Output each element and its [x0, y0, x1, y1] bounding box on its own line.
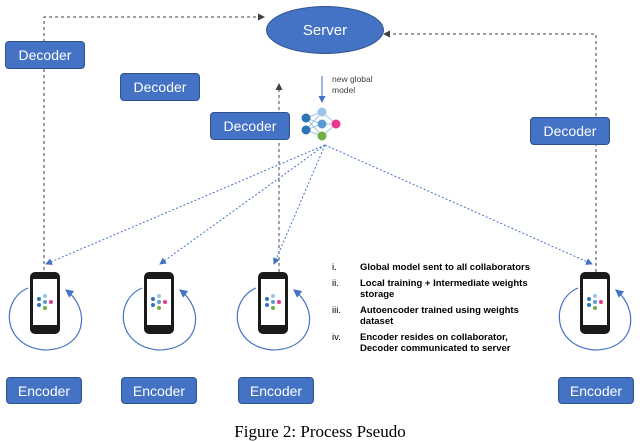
- server-node: Server: [266, 6, 384, 54]
- note-line-2: model: [332, 85, 356, 95]
- phone-icon-4: [580, 272, 610, 334]
- step-number: iv.: [332, 331, 341, 343]
- server-label: Server: [302, 21, 348, 39]
- neural-network-icon: [587, 294, 603, 310]
- edge-collab4-to-server: [383, 30, 597, 272]
- decoder-label: Decoder: [223, 118, 277, 134]
- note-line-1: new global: [332, 74, 373, 84]
- training-loop-3: [236, 287, 311, 351]
- step-text: Encoder resides on collaborator, Decoder…: [360, 331, 511, 355]
- step-item: i. Global model sent to all collaborator…: [332, 262, 542, 274]
- encoder-label: Encoder: [569, 382, 623, 399]
- edge-collab1-to-server: [43, 13, 265, 276]
- encoder-label: Encoder: [17, 382, 71, 399]
- neural-network-icon: [37, 294, 53, 310]
- decoder-box-4: Decoder: [530, 117, 610, 145]
- decoder-label: Decoder: [18, 47, 72, 63]
- decoder-box-1: Decoder: [5, 41, 85, 69]
- step-number: iii.: [332, 304, 341, 316]
- edge-model-to-collab2: [159, 144, 326, 265]
- decoder-box-2: Decoder: [120, 73, 200, 101]
- encoder-box-1: Encoder: [6, 377, 82, 404]
- edge-model-to-collab4: [324, 144, 593, 265]
- encoder-box-4: Encoder: [558, 377, 634, 404]
- encoder-label: Encoder: [249, 382, 303, 399]
- encoder-label: Encoder: [132, 382, 186, 399]
- step-text: Global model sent to all collaborators: [360, 262, 530, 273]
- steps-list: i. Global model sent to all collaborator…: [332, 262, 542, 359]
- training-loop-1: [8, 287, 83, 351]
- new-global-model-note: new global model: [332, 74, 373, 96]
- edge-model-to-collab1: [45, 144, 326, 265]
- phone-icon-3: [258, 272, 288, 334]
- step-text: Autoencoder trained using weights datase…: [360, 304, 519, 328]
- step-item: iv. Encoder resides on collaborator, Dec…: [332, 332, 542, 355]
- figure-caption: Figure 2: Process Pseudo: [234, 422, 406, 441]
- phone-icon-1: [30, 272, 60, 334]
- training-loop-4: [558, 287, 632, 351]
- training-loop-2: [122, 287, 197, 351]
- step-item: iii. Autoencoder trained using weights d…: [332, 305, 542, 328]
- neural-network-icon: [151, 294, 167, 310]
- edge-model-to-collab3: [273, 144, 326, 265]
- step-number: ii.: [332, 277, 339, 289]
- encoder-box-3: Encoder: [238, 377, 314, 404]
- step-item: ii. Local training + Intermediate weight…: [332, 278, 542, 301]
- step-text: Local training + Intermediate weights st…: [360, 277, 528, 301]
- neural-network-icon: [265, 294, 281, 310]
- step-number: i.: [332, 262, 337, 273]
- decoder-box-3: Decoder: [210, 112, 290, 140]
- phone-icon-2: [144, 272, 174, 334]
- encoder-box-2: Encoder: [121, 377, 197, 404]
- decoder-label: Decoder: [543, 123, 597, 139]
- decoder-label: Decoder: [133, 79, 187, 95]
- neural-network-icon: [301, 107, 341, 141]
